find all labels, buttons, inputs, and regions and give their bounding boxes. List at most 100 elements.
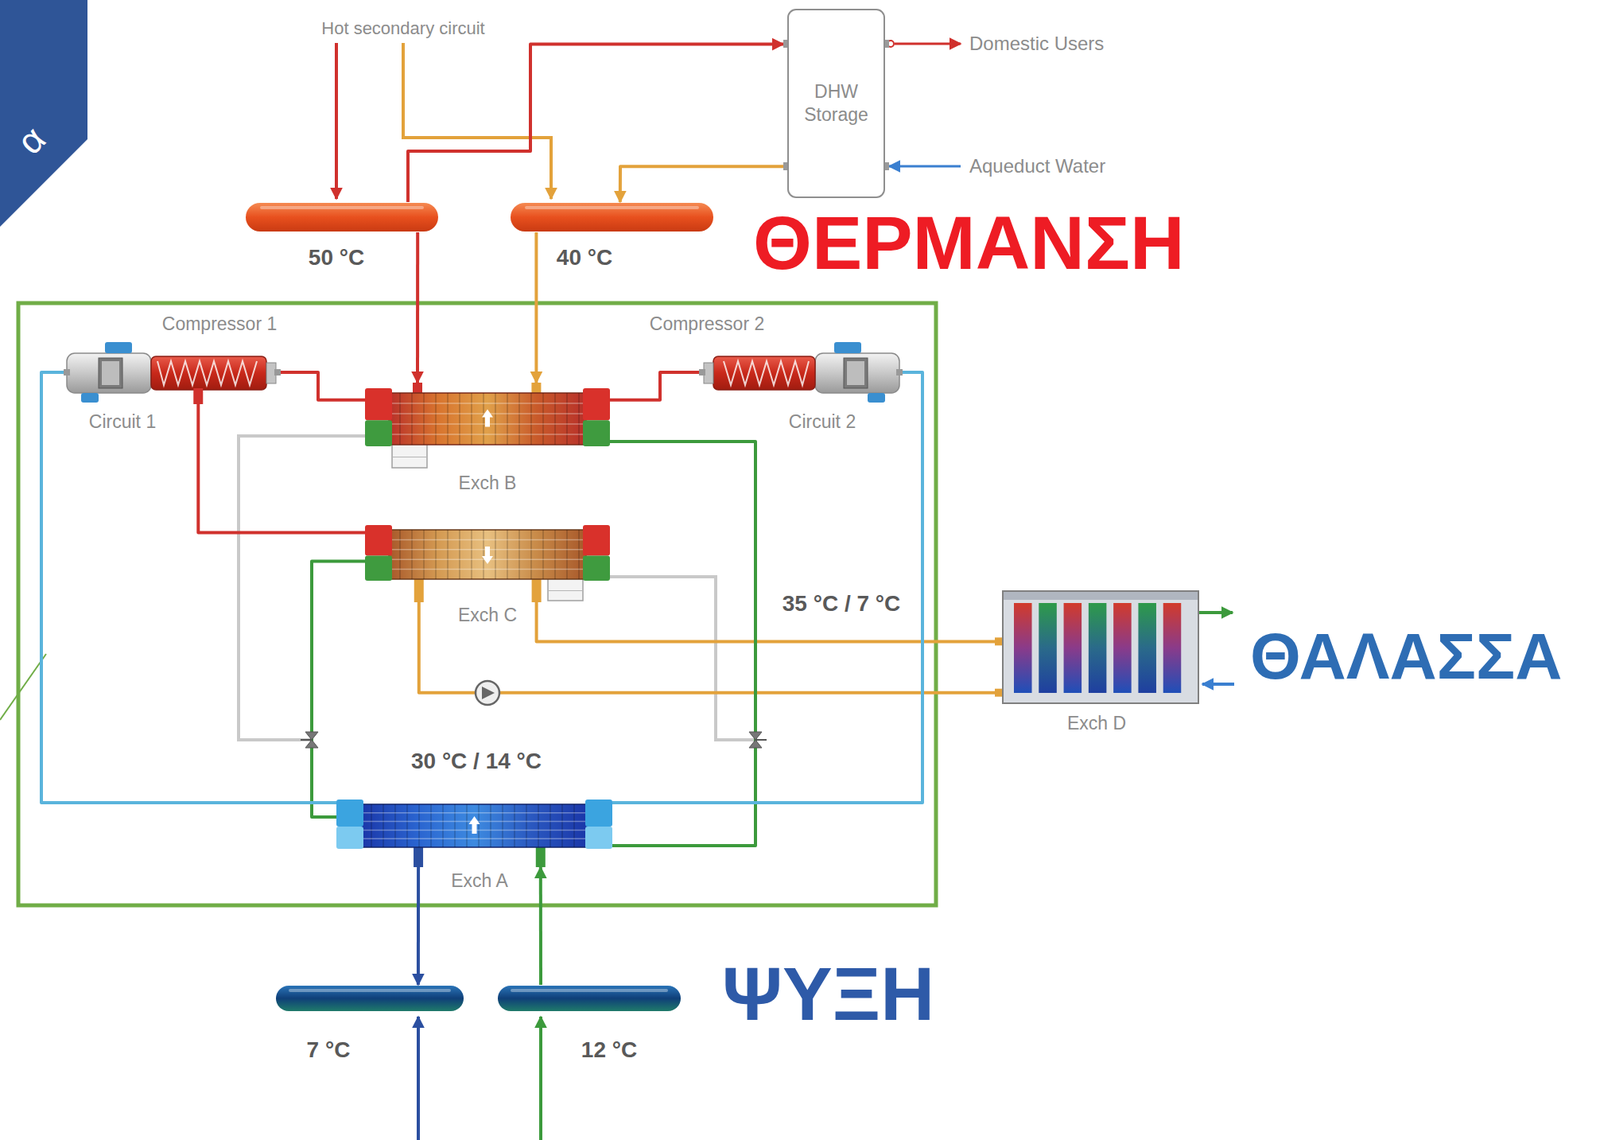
- drawing-part: [365, 524, 393, 556]
- drawing-part: [382, 803, 385, 847]
- compressor-symbol-drawing: [699, 340, 903, 404]
- pipe-connector: [612, 372, 923, 803]
- accent-line: [0, 653, 47, 720]
- pipe-connector: [415, 232, 420, 383]
- drawing-part: [275, 985, 464, 1011]
- sea-heat-exchanger-drawing: [994, 590, 1200, 704]
- hot-header: 50 °C: [244, 201, 439, 233]
- drawing-part: [458, 529, 461, 579]
- drawing-part: [525, 803, 528, 847]
- heat-pump-frame: [18, 302, 936, 905]
- drawing-part: [434, 529, 437, 579]
- pipe-connector: [536, 601, 995, 641]
- pipe-connector: [534, 232, 538, 383]
- temperature-label: 7 °C: [306, 1036, 351, 1063]
- drawing-part: [454, 803, 456, 847]
- drawing-part: [388, 568, 587, 571]
- pipe-connector: [620, 166, 784, 202]
- valve-symbol: [305, 731, 319, 748]
- drawing-part: [1064, 602, 1083, 693]
- drawing-part: [573, 803, 575, 847]
- drawing-part: [510, 202, 714, 232]
- part-label: Exch D: [1067, 712, 1127, 734]
- drawing-part: [566, 529, 568, 579]
- drawing-part: [723, 361, 809, 385]
- drawing-part: [582, 388, 610, 420]
- drawing-part: [585, 799, 613, 827]
- drawing-part: [1113, 602, 1132, 693]
- drawing-part: [1163, 602, 1182, 693]
- drawing-part: [274, 368, 281, 376]
- drawing-part: [365, 555, 393, 582]
- heat-exchanger: Exch C: [365, 520, 610, 602]
- compressor-symbol-drawing: [63, 340, 281, 404]
- drawing-part: [843, 357, 868, 389]
- drawing-part: [846, 361, 865, 385]
- drawing-part: [542, 529, 544, 579]
- chilled-return-pipe: [539, 1016, 543, 1140]
- cold-header-drawing: [497, 984, 682, 1012]
- drawing-part: [566, 392, 568, 445]
- drawing-part: [1088, 602, 1107, 693]
- drawing-part: [1137, 602, 1157, 693]
- heat-exchanger: Exch A: [336, 795, 613, 867]
- drawing-part: [414, 577, 424, 602]
- drawing-part: [510, 988, 668, 992]
- section-tab: [0, 0, 88, 227]
- drawing-part: [446, 529, 449, 579]
- drawing-part: [370, 803, 373, 847]
- hot-supply-pipe: [334, 42, 338, 199]
- drawing-part: [537, 803, 540, 847]
- drawing-part: [477, 803, 480, 847]
- storage-tank: DHW Storage: [783, 7, 890, 199]
- drawing-part: [470, 529, 473, 579]
- valve-symbol: [749, 731, 762, 748]
- section-title: ΘΕΡΜΑΝΣΗ: [753, 205, 1185, 281]
- pipe-connector: [198, 403, 366, 533]
- drawing-part: [418, 803, 420, 847]
- heat-exchanger-drawing: [365, 382, 610, 470]
- drawing-part: [411, 392, 413, 445]
- drawing-part: [494, 529, 497, 579]
- drawing-part: [469, 815, 481, 834]
- drawing-part: [365, 419, 393, 447]
- drawing-part: [506, 529, 509, 579]
- drawing-part: [530, 529, 533, 579]
- pipe-connector: [41, 372, 337, 803]
- cold-header-drawing: [275, 984, 465, 1012]
- drawing-part: [157, 361, 257, 385]
- pipe-connector: [539, 866, 543, 985]
- storage-tank-drawing: [783, 7, 890, 199]
- drawing-part: [489, 803, 492, 847]
- drawing-part: [482, 529, 485, 579]
- drawing-part: [554, 529, 556, 579]
- drawing-part: [392, 456, 428, 458]
- drawing-part: [151, 356, 267, 390]
- compressor-symbol: Compressor 1Circuit 1: [63, 340, 281, 404]
- drawing-part: [399, 392, 401, 445]
- circuit-label: Hot secondary circuit: [321, 18, 485, 39]
- drawing-part: [578, 529, 580, 579]
- drawing-part: [535, 845, 546, 867]
- drawing-part: [458, 392, 461, 445]
- drawing-part: [506, 392, 509, 445]
- drawing-part: [423, 529, 425, 579]
- cold-header: 12 °C: [497, 984, 682, 1012]
- drawing-part: [413, 845, 424, 867]
- hot-header: 40 °C: [509, 201, 715, 233]
- hot-header-drawing: [509, 201, 715, 233]
- drawing-part: [406, 803, 408, 847]
- valve-symbol: [755, 738, 767, 741]
- section-tab-text: α: [8, 117, 54, 163]
- drawing-part: [1013, 602, 1033, 693]
- drawing-part: [470, 392, 473, 445]
- drawing-part: [713, 356, 816, 390]
- drawing-part: [101, 361, 120, 385]
- part-label: Circuit 2: [788, 411, 856, 432]
- drawing-part: [66, 353, 152, 393]
- pump-symbol: [481, 686, 495, 700]
- drawing-part: [81, 392, 99, 403]
- drawing-part: [245, 202, 439, 232]
- sea-in-pipe: [1202, 682, 1235, 686]
